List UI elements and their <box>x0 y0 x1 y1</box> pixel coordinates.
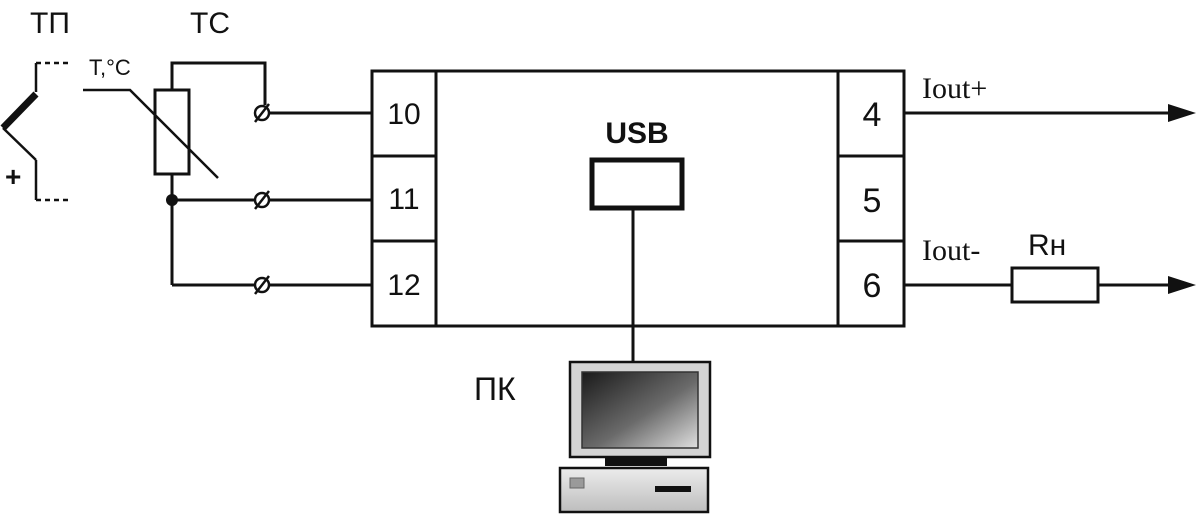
pc-label: ПК <box>474 371 516 407</box>
thermocouple-label: ТП <box>30 7 70 40</box>
screw-terminal-icon <box>253 275 271 295</box>
load-resistor <box>1010 266 1100 304</box>
terminal-12: 12 <box>387 269 420 302</box>
terminal-10: 10 <box>387 98 420 131</box>
usb-label: USB <box>605 117 668 150</box>
terminal-6: 6 <box>863 267 882 305</box>
iout-minus-label: Iout- <box>922 234 980 267</box>
arrow-right-icon <box>1168 104 1196 122</box>
terminal-11: 11 <box>388 183 419 216</box>
screw-terminal-icon <box>253 190 271 210</box>
input-wires <box>172 103 372 295</box>
thermoresistor-label: ТС <box>190 7 230 40</box>
terminal-4: 4 <box>863 96 882 134</box>
thermocouple-symbol <box>0 61 70 202</box>
usb-port <box>589 157 685 211</box>
screw-terminal-icon <box>253 103 271 123</box>
terminal-5: 5 <box>863 182 882 220</box>
output-wires <box>904 104 1196 304</box>
temperature-label: T,°C <box>89 55 131 80</box>
computer-icon <box>558 360 712 514</box>
thermoresistor-symbol <box>83 61 267 285</box>
iout-plus-label: Iout+ <box>922 72 987 105</box>
plus-sign: + <box>5 161 21 192</box>
arrow-right-icon <box>1168 276 1196 294</box>
load-resistor-label: Rн <box>1028 229 1066 262</box>
